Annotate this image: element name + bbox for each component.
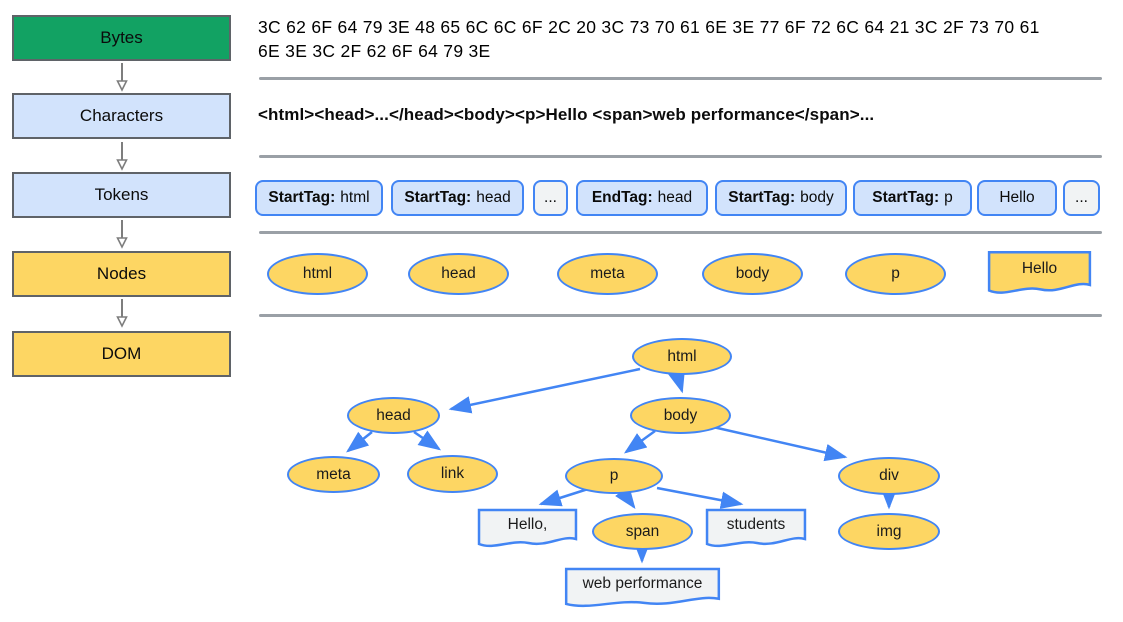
tree-node-html: html (632, 338, 732, 375)
token-label: EndTag: (591, 189, 653, 206)
text-node-label: students (726, 515, 786, 533)
tree-node-p: p (565, 458, 663, 494)
token-value: html (340, 189, 370, 206)
token-label: StartTag: (268, 189, 336, 206)
edge-p-hello (538, 487, 589, 507)
token-label: StartTag: (728, 189, 796, 206)
token-label: StartTag: (404, 189, 472, 206)
token-value: ... (544, 189, 557, 206)
token-value: head (657, 189, 693, 206)
edge-p-students (656, 486, 744, 509)
token-hello: Hello (977, 180, 1057, 216)
token-starttag-head: StartTag:head (391, 180, 524, 216)
tree-node-img: img (838, 513, 940, 550)
token-label: StartTag: (872, 189, 940, 206)
edge-html-head (448, 367, 641, 414)
tree-text-node-students: students (705, 508, 807, 548)
separator (259, 155, 1102, 158)
edge-p-span (615, 485, 636, 510)
token-value: head (476, 189, 511, 206)
text-node-hello: Hello (987, 250, 1092, 295)
token-ellipsis: ... (533, 180, 568, 216)
token-value: ... (1075, 189, 1088, 206)
tree-node-head: head (347, 397, 440, 434)
text-node-label: Hello, (507, 515, 548, 533)
tree-node-link: link (407, 455, 498, 493)
arrowhead-icon (116, 237, 128, 249)
separator (259, 231, 1102, 234)
edge-head-link (413, 430, 442, 451)
stage-box-tokens: Tokens (12, 172, 231, 218)
arrowhead-icon (116, 316, 128, 328)
token-ellipsis: ... (1063, 180, 1100, 216)
text-node-shape (563, 567, 722, 608)
token-value: p (944, 189, 953, 206)
node-head: head (408, 253, 509, 295)
bytes-hex-text: 3C 62 6F 64 79 3E 48 65 6C 6C 6F 2C 20 3… (258, 17, 1040, 61)
text-node-shape (705, 508, 807, 548)
text-node-shape (987, 250, 1092, 295)
token-value: Hello (999, 189, 1035, 206)
token-starttag-body: StartTag:body (715, 180, 847, 216)
edge-head-meta (346, 431, 373, 453)
arrowhead-icon (116, 159, 128, 171)
edge-html-body (668, 369, 685, 394)
token-value: body (800, 189, 834, 206)
edge-body-div (712, 425, 848, 462)
text-node-label: web performance (582, 575, 703, 592)
characters-markup-text: <html><head>...</head><body><p>Hello <sp… (258, 105, 875, 124)
separator (259, 314, 1102, 317)
arrowhead-icon (116, 80, 128, 92)
tree-node-meta: meta (287, 456, 380, 493)
tree-node-body: body (630, 397, 731, 434)
separator (259, 77, 1102, 80)
tree-text-node-web-performance: web performance (563, 567, 722, 608)
tree-node-span: span (592, 513, 693, 550)
tree-text-node-hello: Hello, (477, 508, 578, 548)
edge-body-p (623, 429, 656, 454)
text-node-label: Hello (1021, 260, 1058, 277)
node-meta: meta (557, 253, 658, 295)
node-p: p (845, 253, 946, 295)
stage-box-nodes: Nodes (12, 251, 231, 297)
token-starttag-html: StartTag:html (255, 180, 383, 216)
tree-node-div: div (838, 457, 940, 495)
stage-box-dom: DOM (12, 331, 231, 377)
node-body: body (702, 253, 803, 295)
text-node-shape (477, 508, 578, 548)
node-html: html (267, 253, 368, 295)
token-starttag-p: StartTag:p (853, 180, 972, 216)
token-endtag-head: EndTag:head (576, 180, 708, 216)
stage-box-characters: Characters (12, 93, 231, 139)
stage-box-bytes: Bytes (12, 15, 231, 61)
